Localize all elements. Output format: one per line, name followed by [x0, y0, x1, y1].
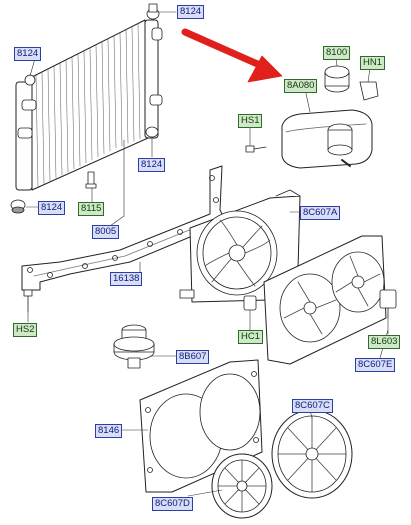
callout-connector-clip[interactable]: HC1	[238, 330, 264, 344]
callout-radiator-left-top-mount[interactable]: 8124	[14, 47, 42, 61]
callout-fan-d[interactable]: 8C607D	[152, 497, 193, 511]
callout-tank-hose-clip[interactable]: HN1	[360, 56, 386, 70]
fan-shroud-a	[179, 189, 301, 303]
leader-lines	[25, 11, 389, 497]
callout-fan-resistor[interactable]: 8L603	[368, 335, 401, 349]
red-arrow-icon	[181, 28, 283, 83]
callout-tank-cap[interactable]: 8100	[323, 46, 351, 60]
callout-fan-shroud-frame[interactable]: 8146	[95, 424, 123, 438]
connector-clip	[243, 295, 257, 311]
callout-fan-shroud-a[interactable]: 8C607A	[300, 206, 341, 220]
callout-fan-c[interactable]: 8C607C	[292, 399, 333, 413]
callout-drain-plug[interactable]: 8115	[78, 202, 105, 216]
callout-radiator[interactable]: 8005	[92, 225, 120, 239]
bracket-bolt	[23, 289, 33, 313]
callout-radiator-bottom-mount[interactable]: 8124	[38, 201, 66, 215]
callout-temperature-switch[interactable]: 8B607	[176, 350, 210, 364]
callout-expansion-tank[interactable]: 8A080	[284, 79, 318, 93]
callout-radiator-right-lower-mount[interactable]: 8124	[138, 158, 166, 172]
fan-shroud-e	[263, 235, 397, 365]
expansion-tank	[245, 65, 379, 169]
temperature-switch	[113, 324, 155, 369]
callout-tank-bolt[interactable]: HS1	[238, 114, 263, 128]
callout-bracket-bolt[interactable]: HS2	[13, 323, 38, 337]
fan-d	[211, 453, 273, 519]
callout-fan-shroud-e[interactable]: 8C607E	[355, 358, 396, 372]
callout-seal-strip[interactable]: 16138	[110, 272, 143, 286]
fan-c	[271, 409, 353, 499]
callout-radiator-top-mount[interactable]: 8124	[177, 5, 205, 19]
radiator	[10, 3, 163, 214]
